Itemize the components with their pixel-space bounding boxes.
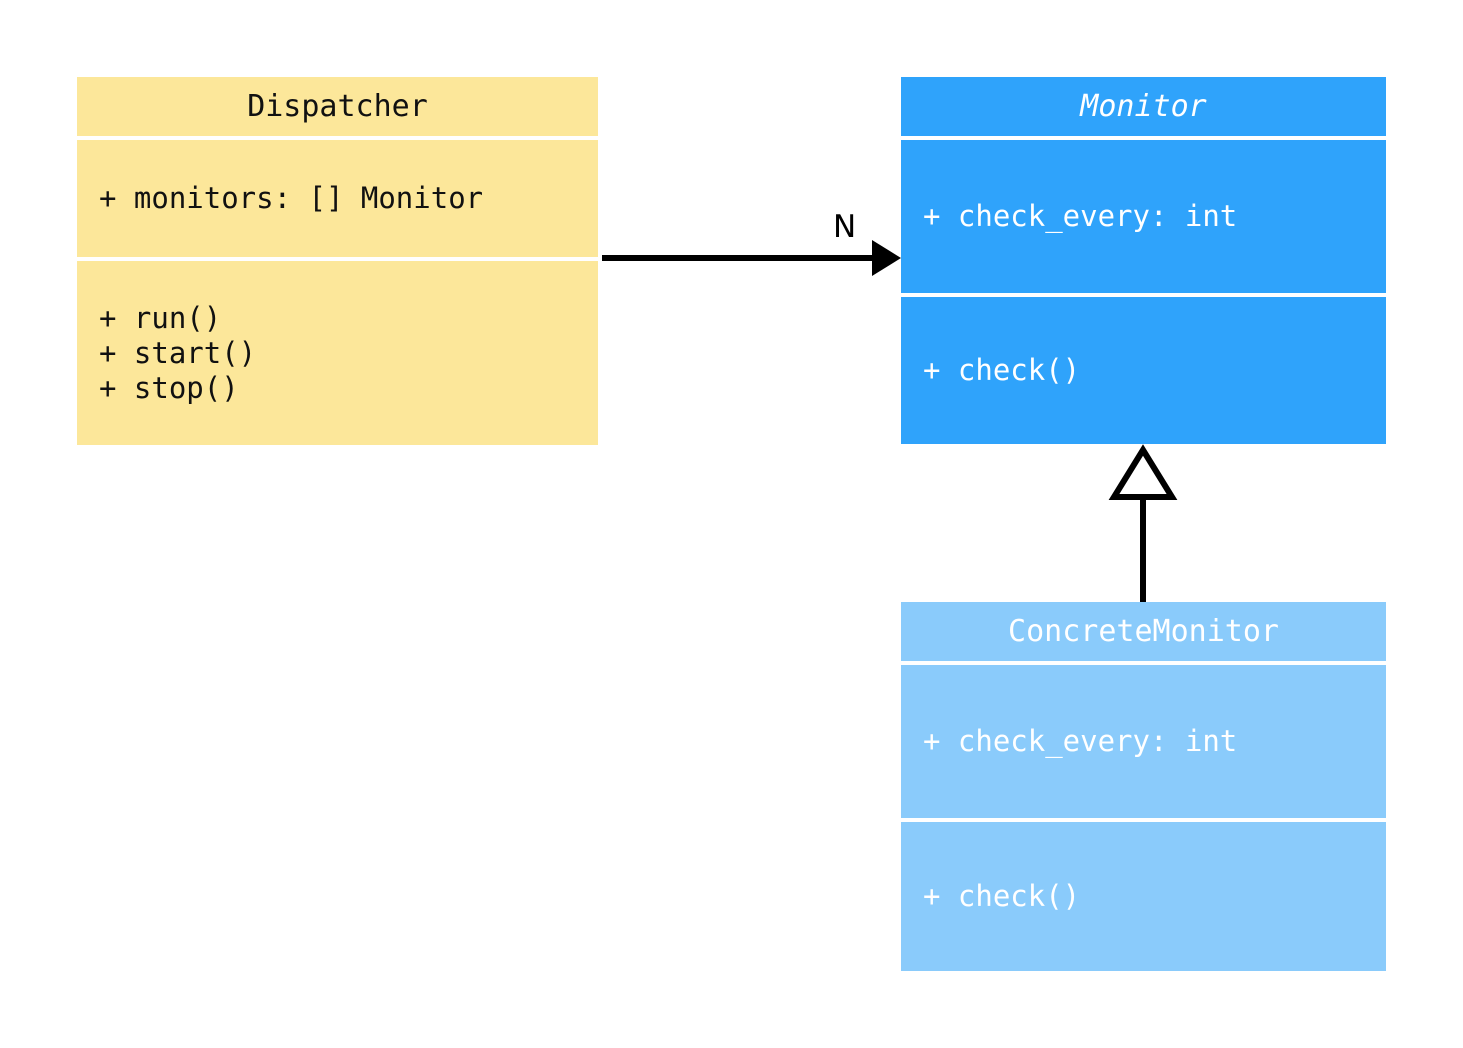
attributes-compartment-concrete-monitor: + check_every: int [901,665,1386,818]
class-box-monitor[interactable]: Monitor + check_every: int + check() [901,77,1386,444]
attribute-row: + check_every: int [923,724,1238,758]
methods-compartment-concrete-monitor: + check() [901,822,1386,971]
attributes-compartment-monitor: + check_every: int [901,140,1386,293]
multiplicity-label-n: N [833,209,857,245]
class-title-dispatcher: Dispatcher [77,77,598,136]
methods-compartment-monitor: + check() [901,297,1386,444]
attribute-row: + check_every: int [923,199,1238,233]
generalization-concrete-monitor-monitor [1108,444,1178,602]
class-box-concrete-monitor[interactable]: ConcreteMonitor + check_every: int + che… [901,602,1386,971]
class-title-concrete-monitor: ConcreteMonitor [901,602,1386,661]
method-row: + check() [923,353,1081,387]
method-row: + start() [99,335,257,370]
association-dispatcher-monitor [602,240,901,276]
method-row: + stop() [99,370,239,405]
attribute-row: + monitors: [] Monitor [99,181,484,215]
class-title-monitor: Monitor [901,77,1386,136]
method-row: + check() [923,879,1081,913]
class-box-dispatcher[interactable]: Dispatcher + monitors: [] Monitor + run(… [77,77,598,445]
generalization-triangle-icon [1108,444,1178,500]
methods-compartment-dispatcher: + run() + start() + stop() [77,261,598,445]
association-arrowhead-icon [872,240,901,276]
method-row: + run() [99,300,222,335]
attributes-compartment-dispatcher: + monitors: [] Monitor [77,140,598,257]
